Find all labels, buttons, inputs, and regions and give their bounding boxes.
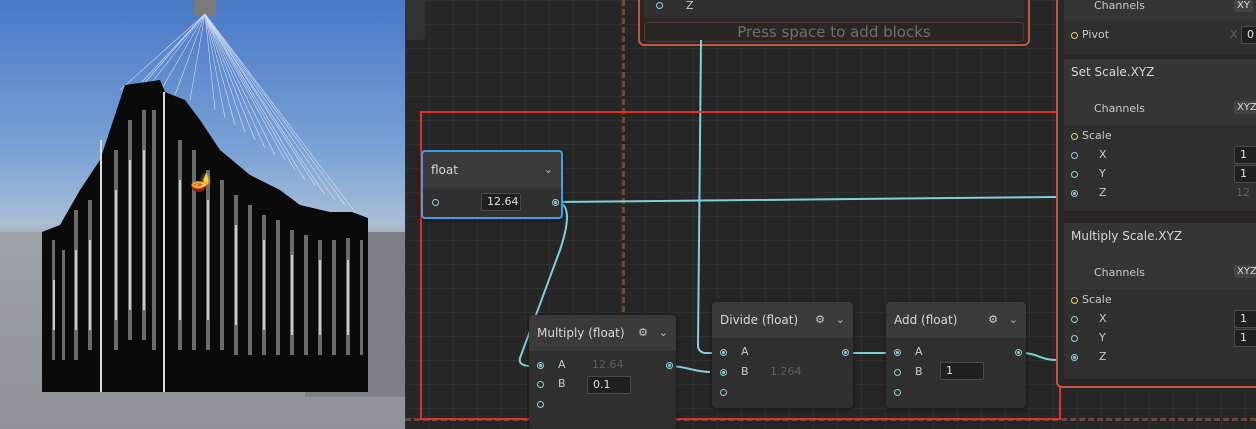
left-panel-stub xyxy=(405,0,425,40)
multiply-b-field[interactable]: 0.1 xyxy=(587,376,631,394)
divide-node-title: Divide (float) xyxy=(720,313,799,327)
float-value-field[interactable]: 12.64 xyxy=(481,193,521,211)
context-block-z: Z xyxy=(644,0,1024,18)
set-position-block[interactable]: Channels XY Pivot X 0 xyxy=(1064,0,1256,54)
add-blocks-placeholder[interactable]: Press space to add blocks xyxy=(644,22,1024,42)
chevron-down-icon[interactable]: ⌄ xyxy=(543,163,553,176)
add-b-label: B xyxy=(915,365,923,378)
set-scale-y-port[interactable] xyxy=(1071,171,1078,178)
flow-dash-line xyxy=(622,0,625,429)
add-b-field[interactable]: 1 xyxy=(940,362,984,380)
float-node-header[interactable]: float ⌄ xyxy=(423,152,561,188)
pivot-port[interactable] xyxy=(1071,32,1078,39)
add-node[interactable]: Add (float) ⚙ ⌄ A B 1 xyxy=(886,302,1026,408)
multiply-scale-y-field[interactable]: 1 xyxy=(1234,329,1256,347)
add-b-port[interactable] xyxy=(894,369,901,376)
multiply-output-port[interactable] xyxy=(666,362,673,369)
multiply-b-label: B xyxy=(558,377,566,390)
gear-icon[interactable]: ⚙ xyxy=(815,313,825,326)
output-context-panel[interactable]: Channels XY Pivot X 0 Set Scale.XYZ Chan… xyxy=(1056,0,1256,388)
divide-b-port[interactable] xyxy=(720,369,727,376)
float-node[interactable]: float ⌄ 12.64 xyxy=(421,150,563,219)
multiply-a-port[interactable] xyxy=(537,362,544,369)
set-scale-x-label: X xyxy=(1099,148,1107,161)
set-scale-y-field[interactable]: 1 xyxy=(1234,165,1256,183)
multiply-scale-title: Multiply Scale.XYZ xyxy=(1071,229,1183,243)
multiply-scale-label: Scale xyxy=(1082,293,1112,306)
top-channels-label: Channels xyxy=(1094,0,1145,12)
multiply-node-title: Multiply (float) xyxy=(537,326,625,340)
divide-node-header[interactable]: Divide (float) ⚙ ⌄ xyxy=(712,302,853,338)
multiply-scale-y-port[interactable] xyxy=(1071,335,1078,342)
divide-output-port[interactable] xyxy=(842,349,849,356)
set-scale-port[interactable] xyxy=(1071,133,1078,140)
multiply-extra-port[interactable] xyxy=(537,401,544,408)
genie-lamp-icon[interactable]: 🪔 xyxy=(190,172,213,193)
multiply-scale-block[interactable]: Multiply Scale.XYZ Channels XYZ Scale X … xyxy=(1064,223,1256,379)
multiply-node[interactable]: Multiply (float) ⚙ ⌄ A 12.64 B 0.1 xyxy=(529,315,676,429)
set-scale-z-port[interactable] xyxy=(1071,190,1078,197)
particle-scene xyxy=(42,13,368,392)
set-scale-block[interactable]: Set Scale.XYZ Channels XYZ Scale X 1 Y 1… xyxy=(1064,59,1256,211)
set-scale-y-label: Y xyxy=(1099,167,1106,180)
multiply-scale-fields: Scale X 1 Y 1 Z xyxy=(1064,289,1256,379)
multiply-b-port[interactable] xyxy=(537,381,544,388)
multiply-scale-x-field[interactable]: 1 xyxy=(1234,310,1256,328)
graph-edges xyxy=(518,39,1058,373)
float-node-title: float xyxy=(431,163,458,177)
float-input-port[interactable] xyxy=(432,199,439,206)
vfx-graph-canvas[interactable]: Z Press space to add blocks float ⌄ 12.6… xyxy=(405,0,1256,429)
pivot-label: Pivot xyxy=(1082,28,1110,41)
multiply-scale-z-port[interactable] xyxy=(1071,354,1078,361)
add-node-header[interactable]: Add (float) ⚙ ⌄ xyxy=(886,302,1026,338)
chevron-down-icon[interactable]: ⌄ xyxy=(658,326,668,339)
pivot-value-field[interactable]: 0 xyxy=(1241,26,1256,44)
set-scale-x-port[interactable] xyxy=(1071,152,1078,159)
z-port[interactable] xyxy=(656,2,663,9)
add-a-label: A xyxy=(915,345,923,358)
set-scale-label: Scale xyxy=(1082,129,1112,142)
multiply-scale-x-port[interactable] xyxy=(1071,316,1078,323)
add-node-title: Add (float) xyxy=(894,313,958,327)
gear-icon[interactable]: ⚙ xyxy=(988,313,998,326)
gear-icon[interactable]: ⚙ xyxy=(638,326,648,339)
set-scale-z-value: 12 xyxy=(1236,186,1250,199)
divide-b-value: 1.264 xyxy=(770,365,802,378)
multiply-scale-channels-label: Channels xyxy=(1094,266,1145,279)
add-a-port[interactable] xyxy=(894,349,901,356)
pivot-row: Pivot X 0 xyxy=(1064,22,1256,54)
divide-b-label: B xyxy=(741,365,749,378)
set-scale-title: Set Scale.XYZ xyxy=(1071,65,1155,79)
divide-a-label: A xyxy=(741,345,749,358)
chevron-down-icon[interactable]: ⌄ xyxy=(835,313,845,326)
add-output-port[interactable] xyxy=(1015,349,1022,356)
z-label: Z xyxy=(686,0,694,12)
multiply-node-header[interactable]: Multiply (float) ⚙ ⌄ xyxy=(529,315,676,351)
set-scale-fields: Scale X 1 Y 1 Z 12 xyxy=(1064,125,1256,211)
chevron-down-icon[interactable]: ⌄ xyxy=(1008,313,1018,326)
spawner-block xyxy=(194,0,216,16)
set-scale-channels-label: Channels xyxy=(1094,102,1145,115)
multiply-scale-x-label: X xyxy=(1099,312,1107,325)
set-scale-x-field[interactable]: 1 xyxy=(1234,146,1256,164)
multiply-scale-y-label: Y xyxy=(1099,331,1106,344)
divide-a-port[interactable] xyxy=(720,349,727,356)
multiply-scale-channels-dropdown[interactable]: XYZ xyxy=(1234,265,1256,278)
divide-node[interactable]: Divide (float) ⚙ ⌄ A B 1.264 xyxy=(712,302,853,408)
float-output-port[interactable] xyxy=(552,199,559,206)
multiply-a-label: A xyxy=(558,358,566,371)
multiply-scale-z-label: Z xyxy=(1099,350,1107,363)
set-scale-channels-dropdown[interactable]: XYZ xyxy=(1234,101,1256,114)
set-scale-z-label: Z xyxy=(1099,186,1107,199)
multiply-a-value: 12.64 xyxy=(592,358,624,371)
add-extra-port[interactable] xyxy=(894,389,901,396)
multiply-scale-port[interactable] xyxy=(1071,297,1078,304)
update-context[interactable]: Z Press space to add blocks xyxy=(638,0,1030,46)
scene-viewport[interactable]: 🪔 xyxy=(0,0,405,429)
pivot-x-label: X xyxy=(1230,28,1238,41)
top-channels-dropdown[interactable]: XY xyxy=(1234,0,1253,12)
divide-extra-port[interactable] xyxy=(720,389,727,396)
